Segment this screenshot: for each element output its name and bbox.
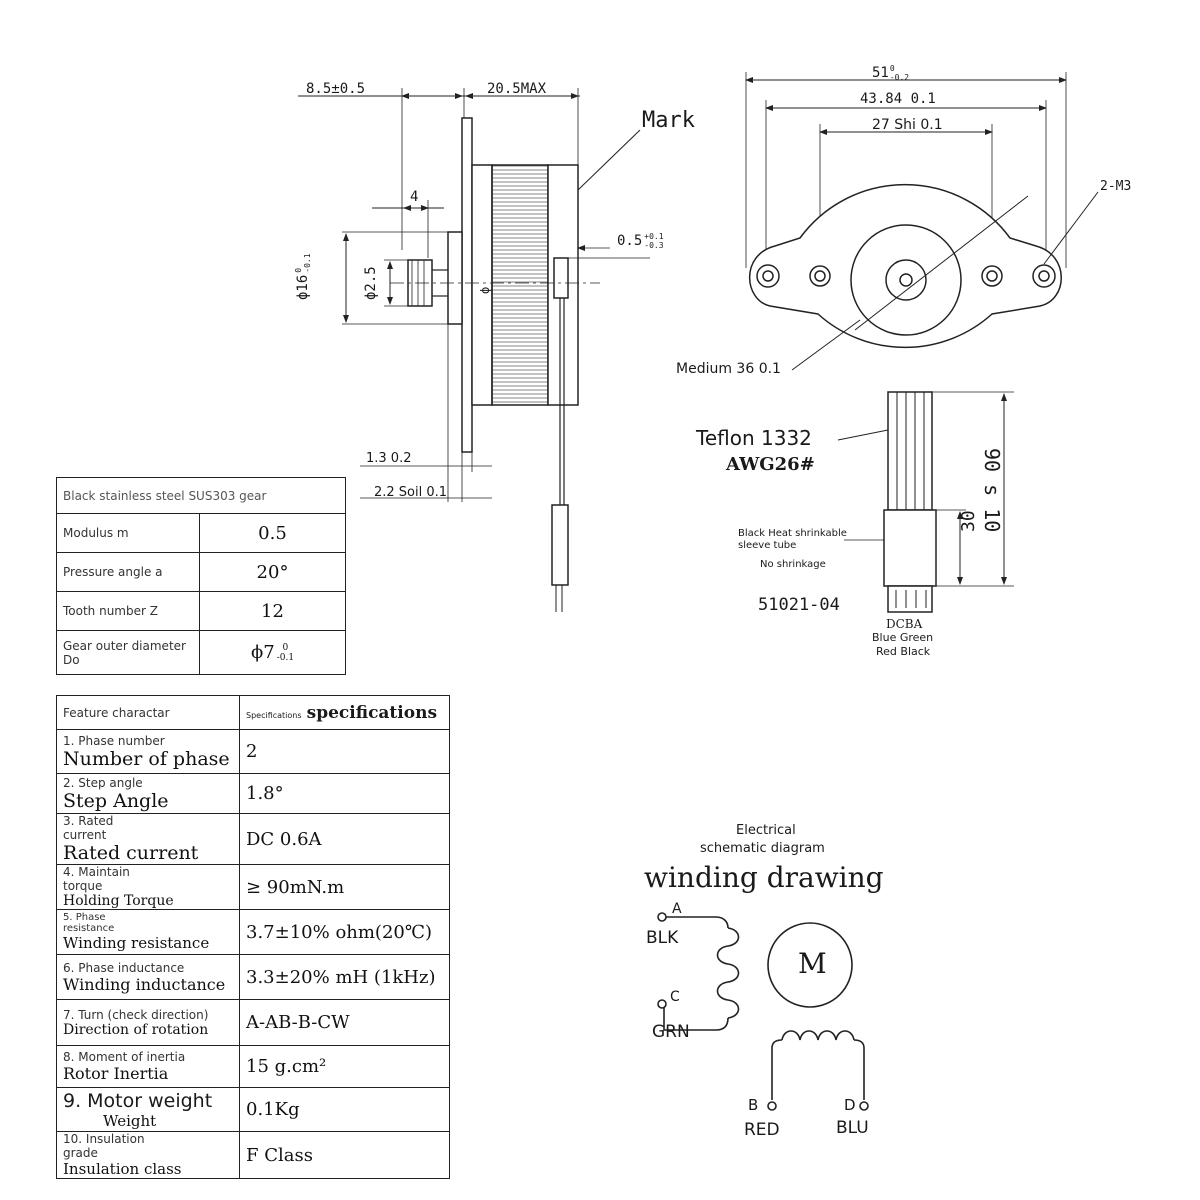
dim-plate-gap: 0.5+0.1-0.3 — [617, 232, 664, 250]
table-row: Tooth number Z 12 — [56, 591, 346, 631]
sleeve-label: Black Heat shrinkable — [738, 528, 847, 539]
winding-drawing-title: winding drawing — [644, 861, 884, 894]
pin-a-label: A — [672, 901, 682, 917]
schematic-subtitle: schematic diagram — [700, 841, 825, 856]
front-view — [745, 72, 1099, 613]
dim-shaft-length: 4 — [410, 189, 419, 205]
gear-table-title: Black stainless steel SUS303 gear — [56, 477, 346, 514]
spec-table-header: Feature charactar Specifications specifi… — [56, 695, 450, 730]
dim-length-max: 20.5MAX — [487, 81, 547, 97]
wire-colors-2: Red Black — [876, 645, 931, 658]
pin-c-label: C — [670, 989, 680, 1005]
dim-sleeve-length: 30 — [958, 510, 979, 532]
center-dimension-label: Medium 36 0.1 — [676, 361, 781, 377]
gear-table: Black stainless steel SUS303 gear Modulu… — [56, 477, 346, 675]
pin-a-color: BLK — [646, 928, 679, 948]
spec-table: Feature charactar Specifications specifi… — [56, 695, 450, 1179]
dim-plate-thickness: 1.3 0.2 — [366, 451, 412, 466]
dim-cable-length: 90 s 10 — [980, 448, 1004, 533]
motor-symbol — [767, 922, 853, 1008]
pin-c-color: GRN — [652, 1022, 690, 1042]
pin-b-color: RED — [744, 1120, 780, 1140]
dim-body-phi: ϕ — [478, 286, 492, 294]
side-view — [298, 88, 650, 612]
table-row: Modulus m 0.5 — [56, 513, 346, 553]
schematic-title: Electrical — [736, 823, 796, 838]
dim-inner-holes: 27 Shi 0.1 — [872, 117, 943, 133]
dim-boss-thickness: 2.2 Soil 0.1 — [374, 485, 448, 500]
cable-label: Teflon 1332 — [696, 426, 812, 450]
pin-b-label: B — [748, 1096, 759, 1114]
pin-d-color: BLU — [836, 1118, 869, 1138]
dim-shaft-diameter: ϕ2.5 — [363, 266, 379, 300]
sleeve-note: No shrinkage — [760, 559, 826, 570]
motor-symbol-label: M — [798, 947, 827, 980]
table-row: 7. Turn (check direction)Direction of ro… — [56, 999, 450, 1046]
dim-flange-offset: 8.5±0.5 — [306, 81, 366, 97]
connector-pins: DCBA — [886, 617, 923, 631]
connector-part: 51021-04 — [758, 595, 840, 615]
wire-colors-1: Blue Green — [872, 631, 934, 644]
cable-gauge-label: AWG26# — [726, 454, 815, 475]
dim-mount-holes: 43.84 0.1 — [860, 91, 936, 107]
mark-label: Mark — [642, 108, 695, 133]
table-row: Pressure angle a 20° — [56, 552, 346, 592]
sleeve-label-2: sleeve tube — [738, 540, 797, 551]
winding-schematic — [657, 912, 869, 1111]
hole-callout: 2-M3 — [1100, 179, 1132, 194]
pin-d-label: D — [844, 1096, 856, 1114]
